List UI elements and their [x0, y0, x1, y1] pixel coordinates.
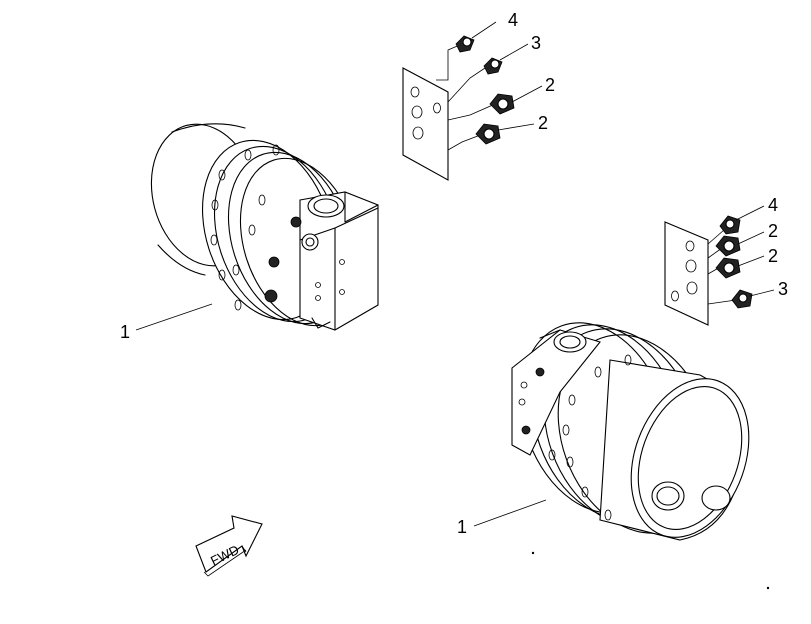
callout-2a-side: 2 [768, 221, 778, 241]
fitting-plate-side [664, 221, 737, 326]
callout-2b-side: 2 [768, 246, 778, 266]
travel-motor-left [150, 123, 379, 331]
speck [531, 551, 535, 555]
callout-3-side: 3 [778, 279, 788, 299]
fitting-2a-side [715, 231, 765, 257]
fitting-4-top [455, 21, 497, 53]
callout-2a-top: 2 [545, 75, 555, 95]
speck [766, 586, 770, 590]
callout-3-top: 3 [531, 33, 541, 53]
callout-4-top: 4 [508, 10, 518, 30]
callout-2b-top: 2 [538, 113, 548, 133]
callout-4-side: 4 [768, 195, 778, 215]
fitting-plate-top [402, 43, 496, 181]
fwd-direction-arrow: FWD [195, 515, 263, 577]
fitting-3-top [483, 43, 529, 75]
travel-motor-right [511, 322, 750, 541]
fitting-2a-top [489, 85, 543, 115]
fitting-2b-side [715, 255, 765, 279]
callout-1-right: 1 [457, 517, 467, 537]
leader-motor-right [473, 499, 547, 527]
fitting-3-side [731, 289, 775, 309]
leader-motor-left [135, 303, 213, 331]
fitting-4-side [719, 205, 765, 235]
callout-1-left: 1 [120, 322, 130, 342]
fitting-2b-top [475, 123, 535, 145]
